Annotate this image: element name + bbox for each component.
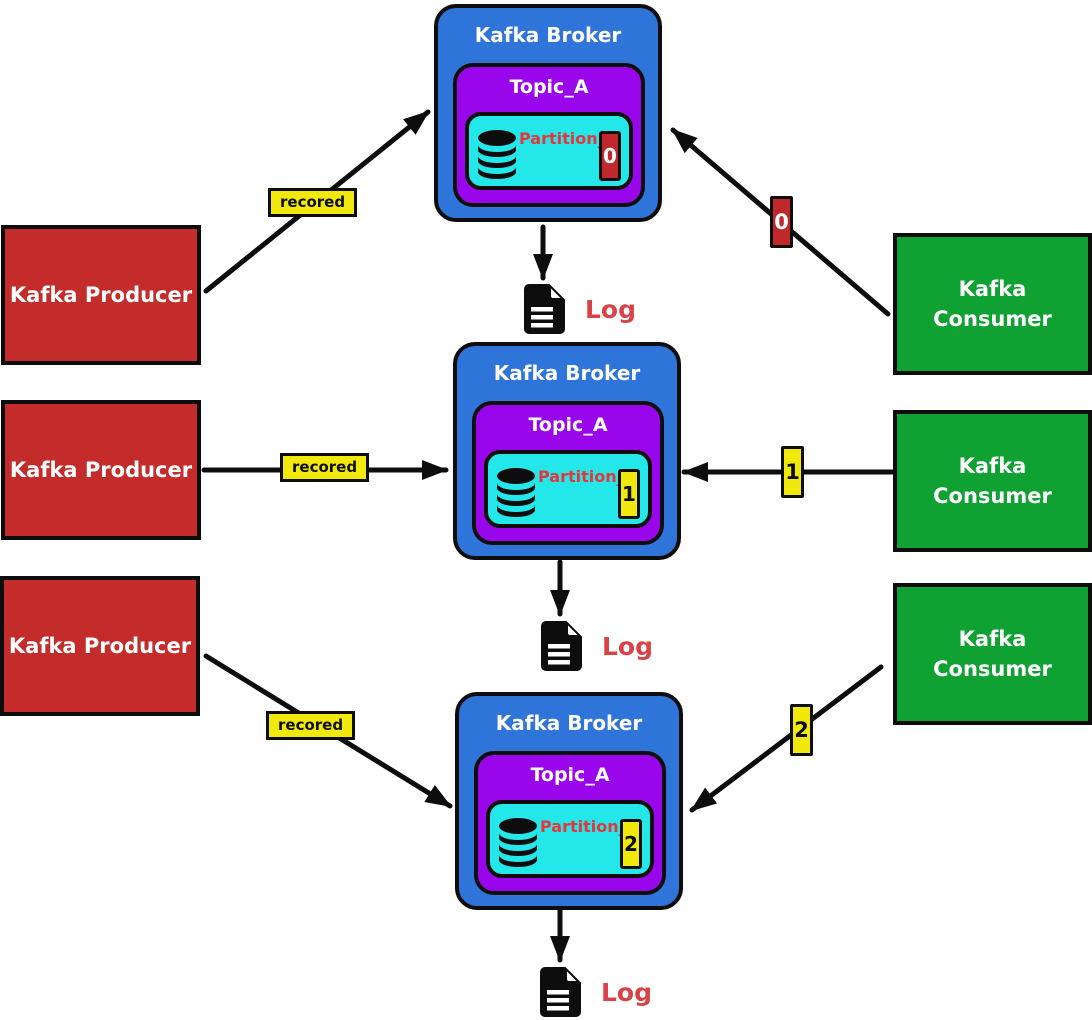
broker-title: Kafka Broker bbox=[493, 361, 641, 385]
database-icon bbox=[478, 130, 516, 179]
consumer-box-1: Kafka Consumer bbox=[893, 233, 1092, 375]
producer-label: Kafka Producer bbox=[9, 282, 193, 307]
consumer-offset-badge: 2 bbox=[790, 704, 813, 756]
producer-box-3: Kafka Producer bbox=[0, 576, 200, 716]
log-file-icon bbox=[540, 966, 582, 1017]
log-file-icon bbox=[524, 283, 566, 334]
topic-title: Topic_A bbox=[528, 414, 608, 436]
partition-label: Partition_0 bbox=[519, 129, 617, 148]
log-label: Log bbox=[585, 294, 637, 324]
partition-offset-badge: 0 bbox=[599, 131, 621, 181]
topic-box: Topic_A Partition_1 1 bbox=[472, 401, 664, 545]
record-label: recored bbox=[280, 453, 370, 482]
topic-box: Topic_A Partition_2 2 bbox=[474, 751, 666, 895]
consumer-label: Kafka Consumer bbox=[933, 276, 1052, 331]
producer-box-1: Kafka Producer bbox=[1, 225, 201, 365]
producer-box-2: Kafka Producer bbox=[1, 400, 201, 540]
topic-title: Topic_A bbox=[509, 76, 589, 98]
consumer-offset-badge: 0 bbox=[770, 196, 793, 248]
topic-box: Topic_A Partition_0 0 bbox=[453, 63, 645, 207]
database-icon bbox=[497, 468, 535, 517]
partition-box: Partition_0 0 bbox=[465, 112, 633, 190]
record-label: recored bbox=[268, 188, 358, 217]
consumer-label: Kafka Consumer bbox=[933, 626, 1052, 681]
topic-title: Topic_A bbox=[530, 764, 610, 786]
producer-label: Kafka Producer bbox=[9, 457, 193, 482]
partition-box: Partition_1 1 bbox=[484, 450, 652, 528]
consumer-box-3: Kafka Consumer bbox=[893, 583, 1092, 725]
log-block-3: Log bbox=[537, 966, 652, 1018]
producer-label: Kafka Producer bbox=[8, 633, 192, 658]
log-file-icon bbox=[541, 620, 583, 671]
partition-offset-badge: 1 bbox=[618, 469, 640, 519]
arrow-consumer3-to-broker3 bbox=[689, 664, 884, 813]
broker-box-3: Kafka Broker Topic_A Partition_2 2 bbox=[455, 692, 683, 910]
partition-label: Partition_2 bbox=[540, 817, 638, 836]
partition-offset-badge: 2 bbox=[620, 819, 642, 869]
consumer-offset-badge: 1 bbox=[781, 446, 804, 498]
partition-label: Partition_1 bbox=[538, 467, 636, 486]
broker-title: Kafka Broker bbox=[495, 711, 643, 735]
broker-box-2: Kafka Broker Topic_A Partition_1 1 bbox=[453, 342, 681, 560]
record-label: recored bbox=[266, 711, 356, 740]
log-label: Log bbox=[602, 631, 654, 661]
broker-box-1: Kafka Broker Topic_A Partition_0 0 bbox=[434, 4, 662, 222]
consumer-label: Kafka Consumer bbox=[933, 453, 1052, 508]
log-block-2: Log bbox=[538, 620, 653, 672]
partition-box: Partition_2 2 bbox=[486, 800, 654, 878]
broker-title: Kafka Broker bbox=[474, 23, 622, 47]
log-label: Log bbox=[601, 977, 653, 1007]
consumer-box-2: Kafka Consumer bbox=[893, 410, 1092, 552]
database-icon bbox=[499, 818, 537, 867]
log-block-1: Log bbox=[521, 283, 636, 335]
